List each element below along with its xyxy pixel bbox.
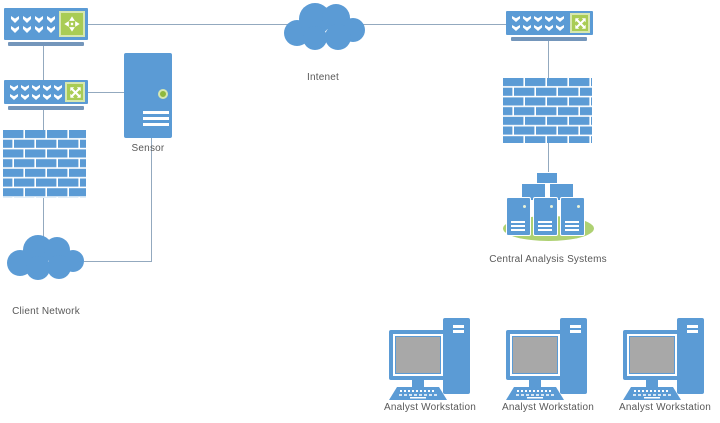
analyst-workstation-1-label: Analyst Workstation [384, 402, 476, 413]
server-led-icon [158, 89, 168, 99]
sensor-label: Sensor [131, 143, 165, 154]
analyst-workstation-3 [617, 314, 717, 402]
central-analysis-label: Central Analysis Systems [489, 254, 607, 265]
analyst-workstation-1 [383, 314, 483, 402]
connector-line [88, 92, 124, 93]
router-icon [59, 11, 85, 37]
cloud-icon [284, 3, 365, 50]
internet-cloud-node [277, 2, 369, 59]
internet-label: Intenet [307, 72, 339, 83]
firewall-icon [503, 78, 592, 143]
firewall-icon [3, 130, 86, 198]
analyst-workstation-2-label: Analyst Workstation [502, 402, 594, 413]
connector-line [548, 143, 549, 172]
workstation-icon [623, 318, 704, 400]
analyst-workstation-3-label: Analyst Workstation [619, 402, 711, 413]
connector-line [548, 40, 549, 78]
connector-line [84, 261, 152, 262]
workstation-icon [389, 318, 470, 400]
firewall-node-right [503, 78, 592, 148]
client-network-label: Client Network [12, 306, 80, 317]
server-icon [124, 53, 172, 138]
port-arrows-icon [10, 85, 62, 100]
analyst-workstation-2 [500, 314, 600, 402]
port-arrows-icon [11, 16, 55, 33]
connector-line [43, 46, 44, 80]
port-arrows-icon [512, 16, 564, 31]
workstation-icon [506, 318, 587, 400]
cloud-icon [7, 235, 84, 280]
switch-icon [65, 82, 85, 102]
connector-line [43, 198, 44, 242]
connector-line [43, 110, 44, 130]
firewall-node-left [3, 130, 86, 203]
client-network-cloud-node [3, 234, 87, 289]
switch-icon [570, 13, 590, 33]
connector-line [151, 138, 152, 261]
central-analysis-node [503, 170, 595, 242]
server-farm-icon [503, 170, 595, 242]
